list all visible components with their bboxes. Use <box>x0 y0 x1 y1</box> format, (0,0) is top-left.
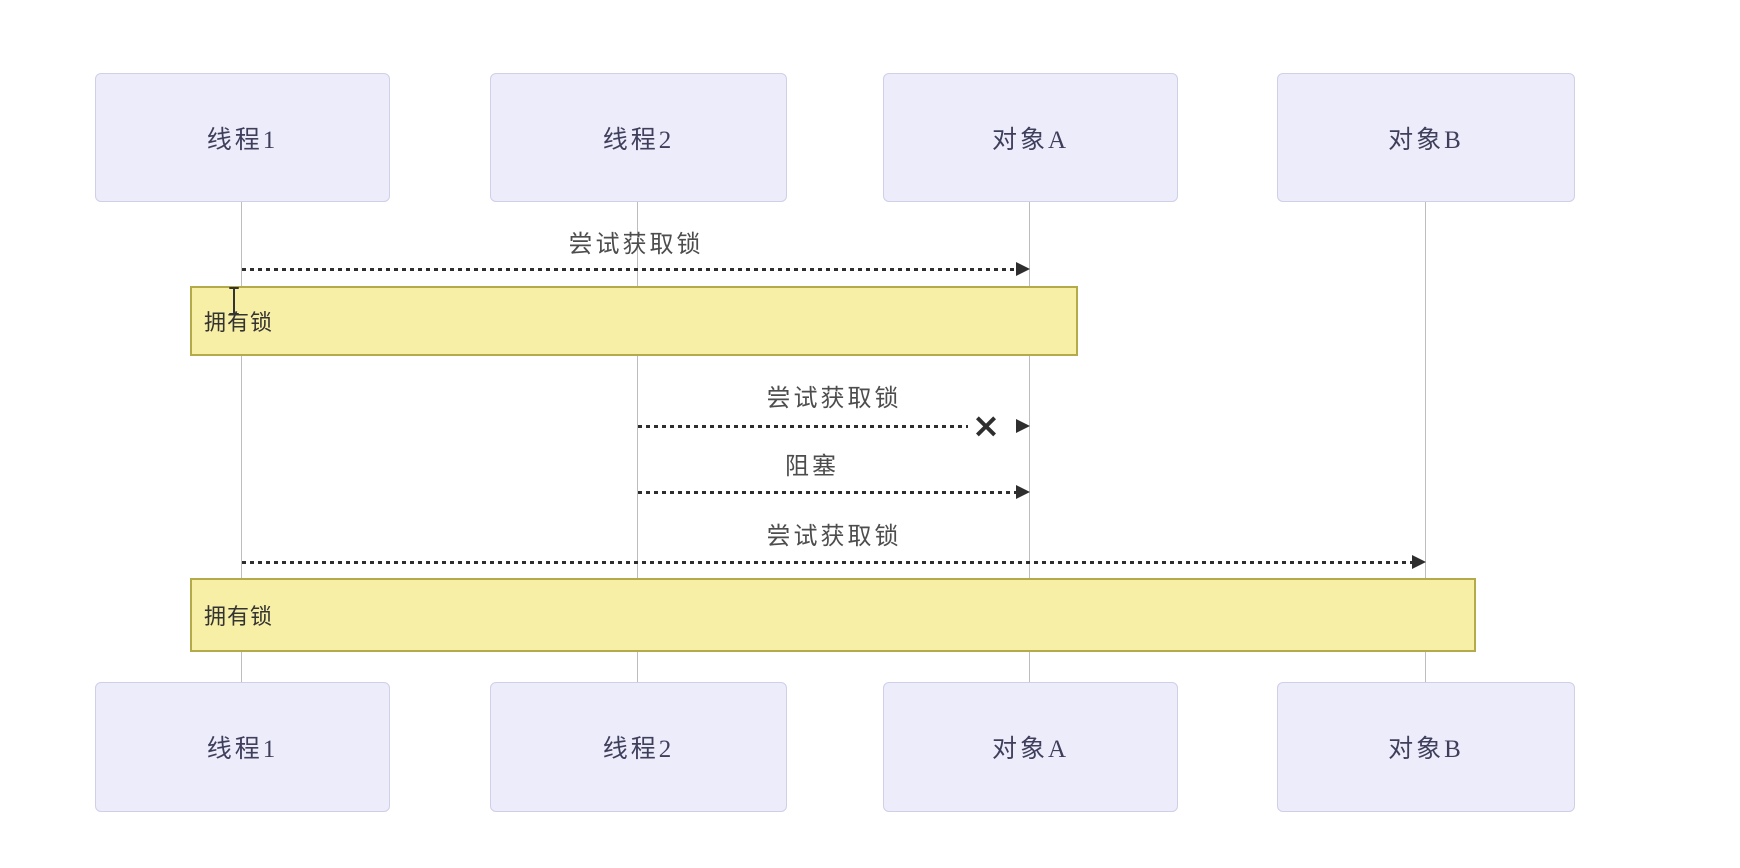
arrowhead-icon <box>1412 555 1426 569</box>
lifeline-object-b <box>1425 202 1426 682</box>
participant-label: 对象B <box>1388 736 1464 763</box>
cross-icon: × <box>971 406 1001 446</box>
message-line-2 <box>638 425 968 428</box>
participant-label: 线程1 <box>206 736 279 763</box>
participant-object-a-bottom: 对象A <box>883 682 1178 812</box>
participant-label: 对象A <box>991 126 1070 154</box>
arrowhead-icon <box>1016 262 1030 276</box>
arrowhead-icon <box>1016 419 1030 433</box>
participant-label: 对象A <box>991 736 1070 763</box>
participant-label: 对象B <box>1388 126 1464 154</box>
note-owns-lock-2: 拥有锁 <box>190 578 1476 652</box>
lifeline-thread1 <box>241 202 242 682</box>
message-line-3 <box>638 491 1016 494</box>
participant-thread2-top: 线程2 <box>490 73 787 202</box>
message-line-1 <box>242 268 1018 271</box>
note-label: 拥有锁 <box>204 604 274 629</box>
lifeline-thread2 <box>637 202 638 682</box>
participant-label: 线程2 <box>602 736 675 763</box>
note-owns-lock-1: 拥有锁 <box>190 286 1078 356</box>
participant-object-b-bottom: 对象B <box>1277 682 1575 812</box>
message-label-try-acquire-lock-2: 尝试获取锁 <box>766 386 902 412</box>
participant-thread1-top: 线程1 <box>95 73 390 202</box>
message-label-try-acquire-lock-1: 尝试获取锁 <box>568 232 704 258</box>
participant-thread1-bottom: 线程1 <box>95 682 390 812</box>
message-label-try-acquire-lock-3: 尝试获取锁 <box>766 524 902 550</box>
participant-label: 线程1 <box>206 126 279 154</box>
participant-object-a-top: 对象A <box>883 73 1178 202</box>
message-label-blocked: 阻塞 <box>785 454 839 480</box>
message-line-4 <box>242 561 1412 564</box>
participant-object-b-top: 对象B <box>1277 73 1575 202</box>
participant-thread2-bottom: 线程2 <box>490 682 787 812</box>
text-cursor-icon <box>227 286 241 321</box>
arrowhead-icon <box>1016 485 1030 499</box>
lifeline-object-a <box>1029 202 1030 682</box>
participant-label: 线程2 <box>602 126 675 154</box>
